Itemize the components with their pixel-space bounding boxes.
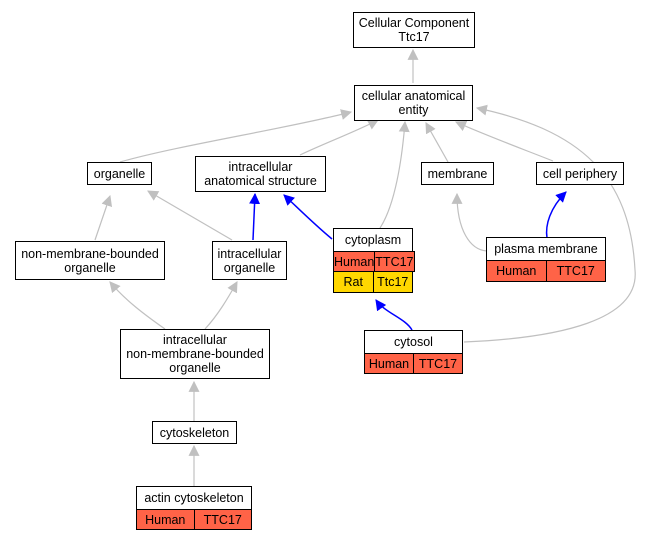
gene-cell: TTC17: [546, 260, 606, 282]
edge-inmbo-io: [204, 281, 238, 330]
node-label: actin cytoskeleton: [144, 491, 244, 505]
edge-cytoplasm-ias-blue: [283, 194, 333, 240]
edge-inmbo-nmbo: [109, 281, 166, 330]
annotation-row-human: Human TTC17: [333, 251, 415, 272]
gene-cell: Ttc17: [373, 272, 413, 293]
gene-cell: TTC17: [414, 353, 463, 374]
node-cytoplasm[interactable]: cytoplasm: [333, 228, 413, 252]
node-cytosol[interactable]: cytosol: [364, 330, 463, 354]
species-cell: Human: [333, 251, 376, 272]
annotation-row-human: Human TTC17: [486, 260, 606, 282]
node-label: intracellular non-membrane-bounded organ…: [126, 333, 264, 375]
edge-ias-cae: [299, 119, 379, 156]
node-label: cytosol: [394, 335, 433, 349]
node-organelle[interactable]: organelle: [87, 162, 152, 185]
node-cellular-anatomical-entity[interactable]: cellular anatomical entity: [354, 85, 473, 121]
node-intracellular-anatomical-structure[interactable]: intracellular anatomical structure: [195, 156, 326, 192]
edge-periphery-cae: [454, 121, 554, 162]
species-cell: Rat: [333, 272, 374, 293]
species-cell: Human: [136, 509, 195, 530]
edge-nmbo-organelle: [94, 194, 113, 241]
annotation-row-human: Human TTC17: [136, 509, 252, 530]
species-cell: Human: [486, 260, 547, 282]
node-label: organelle: [93, 166, 146, 181]
node-intracellular-organelle[interactable]: intracellular organelle: [212, 241, 287, 280]
edge-io-organelle: [147, 190, 233, 241]
node-intracellular-non-membrane-bounded-organelle[interactable]: intracellular non-membrane-bounded organ…: [120, 329, 270, 379]
edge-pm-periphery-blue: [545, 191, 567, 239]
node-label: cell periphery: [542, 166, 618, 181]
gene-cell: TTC17: [375, 251, 415, 272]
edge-cytosol-cae: [463, 104, 636, 343]
node-label: Cellular Component Ttc17: [358, 16, 470, 44]
node-cellular-component-root[interactable]: Cellular Component Ttc17: [353, 12, 475, 48]
node-label: intracellular organelle: [217, 246, 282, 275]
node-label: plasma membrane: [494, 242, 598, 256]
edge-io-ias-blue: [249, 192, 261, 241]
node-plasma-membrane[interactable]: plasma membrane: [486, 237, 606, 261]
node-label: membrane: [427, 166, 488, 181]
node-actin-cytoskeleton[interactable]: actin cytoskeleton: [136, 486, 252, 510]
node-cell-periphery[interactable]: cell periphery: [536, 162, 624, 185]
edge-cytosol-cytoplasm-blue: [375, 299, 413, 331]
edge-cytoplasm-cae: [379, 120, 410, 229]
node-label: non-membrane-bounded organelle: [21, 246, 159, 275]
edge-membrane-cae: [425, 122, 449, 163]
edge-pm-membrane: [451, 192, 488, 252]
species-cell: Human: [364, 353, 414, 374]
edge-organelle-cae: [119, 109, 353, 163]
node-cytoskeleton[interactable]: cytoskeleton: [152, 421, 237, 444]
annotation-row-rat: Rat Ttc17: [333, 272, 413, 293]
node-label: cellular anatomical entity: [361, 89, 466, 117]
node-membrane[interactable]: membrane: [421, 162, 494, 185]
node-label: cytoskeleton: [159, 425, 230, 440]
annotation-row-human: Human TTC17: [364, 353, 463, 374]
gene-cell: TTC17: [194, 509, 252, 530]
node-label: cytoplasm: [344, 233, 402, 247]
node-non-membrane-bounded-organelle[interactable]: non-membrane-bounded organelle: [15, 241, 165, 280]
node-label: intracellular anatomical structure: [204, 160, 317, 188]
